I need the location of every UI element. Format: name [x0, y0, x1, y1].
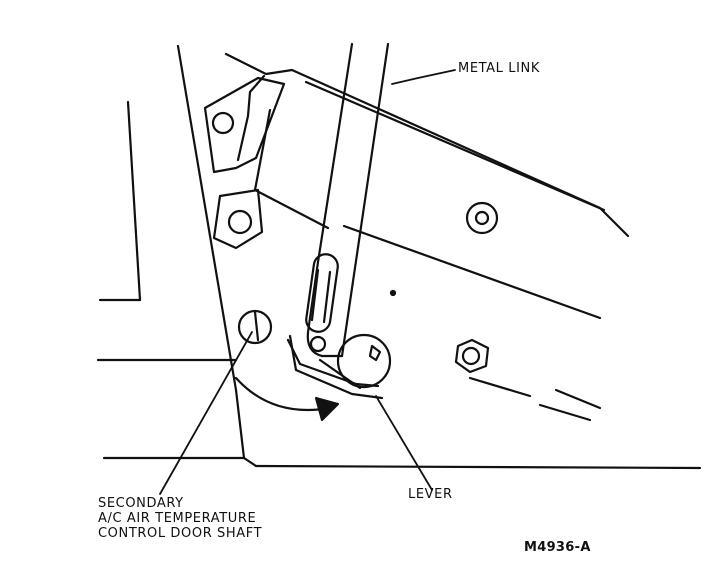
shaft-leader: [159, 331, 253, 495]
shaft-label-line-2: A/C AIR TEMPERATURE: [98, 511, 257, 526]
leader-lines: [159, 69, 456, 495]
lever: [286, 333, 392, 400]
figure-id-label: M4936-A: [524, 540, 591, 555]
lever-leader: [375, 395, 433, 491]
rotation-arrow: [234, 376, 340, 422]
lever-label: LEVER: [408, 487, 453, 502]
shaft-label-line-1: SECONDARY: [98, 496, 184, 511]
fasteners: [237, 201, 499, 374]
control-door-shaft-label: SECONDARY A/C AIR TEMPERATURE CONTROL DO…: [98, 496, 262, 541]
shaft-label-line-3: CONTROL DOOR SHAFT: [98, 526, 263, 541]
mounting-bracket: [203, 76, 286, 250]
metal-link-leader: [391, 69, 456, 85]
left-wall-panel: [96, 44, 702, 470]
metal-link-rod: [305, 42, 390, 358]
housing-outline: [224, 52, 630, 422]
metal-link-label: METAL LINK: [458, 61, 540, 76]
